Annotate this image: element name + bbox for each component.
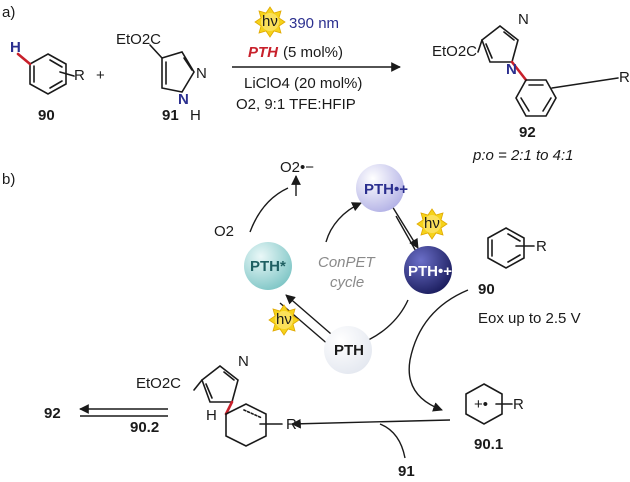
node-pth-excited	[244, 242, 292, 290]
node-pth-ground-label: PTH	[334, 342, 364, 359]
product-92-structure	[477, 24, 619, 117]
node-pth-ground	[324, 326, 372, 374]
selectivity: p:o = 2:1 to 4:1	[472, 147, 574, 164]
wavelength: 390 nm	[289, 15, 339, 32]
node-pth-excited-radical-cation-label: PTH•+*	[408, 263, 458, 280]
oxygen: O2	[214, 223, 234, 240]
product-92-substituent: R	[619, 69, 630, 86]
superoxide: O2•−	[280, 159, 314, 176]
reactant-90-structure	[16, 52, 75, 95]
intermediate-nitrogen: N	[238, 353, 249, 370]
reactant-90-hydrogen: H	[10, 39, 21, 56]
substrate-90-substituent: R	[536, 238, 547, 255]
arrow-nucleophile-attack	[291, 418, 451, 429]
part-a-label: a)	[2, 4, 15, 21]
intermediate-substituent: R	[286, 416, 297, 433]
intermediate-90-2-structure	[193, 364, 283, 447]
arrow-substrate-oxidation	[408, 289, 469, 412]
hv-label-left: hν	[276, 311, 292, 328]
catalyst-loading: (5 mol%)	[283, 44, 343, 61]
plus-sign: +	[96, 67, 105, 84]
arene-radical-cation-number: 90.1	[474, 436, 503, 453]
arene-radical-cation-charge: +•	[474, 396, 488, 413]
arene-radical-cation-substituent: R	[513, 396, 524, 413]
reactant-90-substituent: R	[74, 67, 85, 84]
arrow-radical-to-excited-radical	[391, 205, 419, 249]
cycle-name-line2: cycle	[330, 274, 364, 291]
reactant-91-structure	[149, 44, 195, 93]
substrate-90-structure	[487, 227, 535, 269]
part-b-label: b)	[2, 171, 15, 188]
reactant-91-hydrogen: H	[190, 107, 201, 124]
catalyst-line: PTH(5 mol%)	[248, 44, 343, 61]
node-pth-radical-cation-label: PTH•+	[364, 181, 408, 198]
hv-label-a: hν	[262, 13, 278, 30]
arrow-ground-to-excited	[285, 294, 339, 341]
arrow-back-excited	[279, 302, 331, 347]
additive: LiClO4 (20 mol%)	[244, 75, 362, 92]
node-pth-radical-cation	[356, 164, 404, 212]
reactant-91-nitrogen-nh: N	[178, 91, 189, 108]
product-92-ester: EtO2C	[432, 43, 477, 60]
product-92-nitrogen2: N	[506, 61, 517, 78]
substrate-90-number: 90	[478, 281, 495, 298]
arrow-excited-to-radical	[325, 202, 362, 243]
cycle-name-line1: ConPET	[318, 254, 377, 271]
reactant-91-ester: EtO2C	[116, 31, 161, 48]
oxidation-potential: Eox up to 2.5 V	[478, 310, 581, 327]
node-pth-excited-radical-cation	[404, 246, 452, 294]
reactant-91-number: 91	[162, 107, 179, 124]
product-92-nitrogen1: N	[518, 11, 529, 28]
arrow-nucleophile-in	[379, 423, 406, 459]
intermediate-ester: EtO2C	[136, 375, 181, 392]
intermediate-number: 90.2	[130, 419, 159, 436]
nucleophile-number: 91	[398, 463, 415, 480]
hv-label-right: hν	[424, 215, 440, 232]
final-product-number: 92	[44, 405, 61, 422]
conditions: O2, 9:1 TFE:HFIP	[236, 96, 356, 113]
arrow-oxygen	[249, 187, 289, 233]
catalyst-name: PTH	[248, 44, 279, 61]
reactant-91-nitrogen-top: N	[196, 65, 207, 82]
node-pth-excited-label: PTH*	[250, 258, 286, 275]
intermediate-hydrogen: H	[206, 407, 217, 424]
arene-radical-cation-structure	[465, 383, 513, 425]
product-92-number: 92	[519, 124, 536, 141]
reactant-90-number: 90	[38, 107, 55, 124]
